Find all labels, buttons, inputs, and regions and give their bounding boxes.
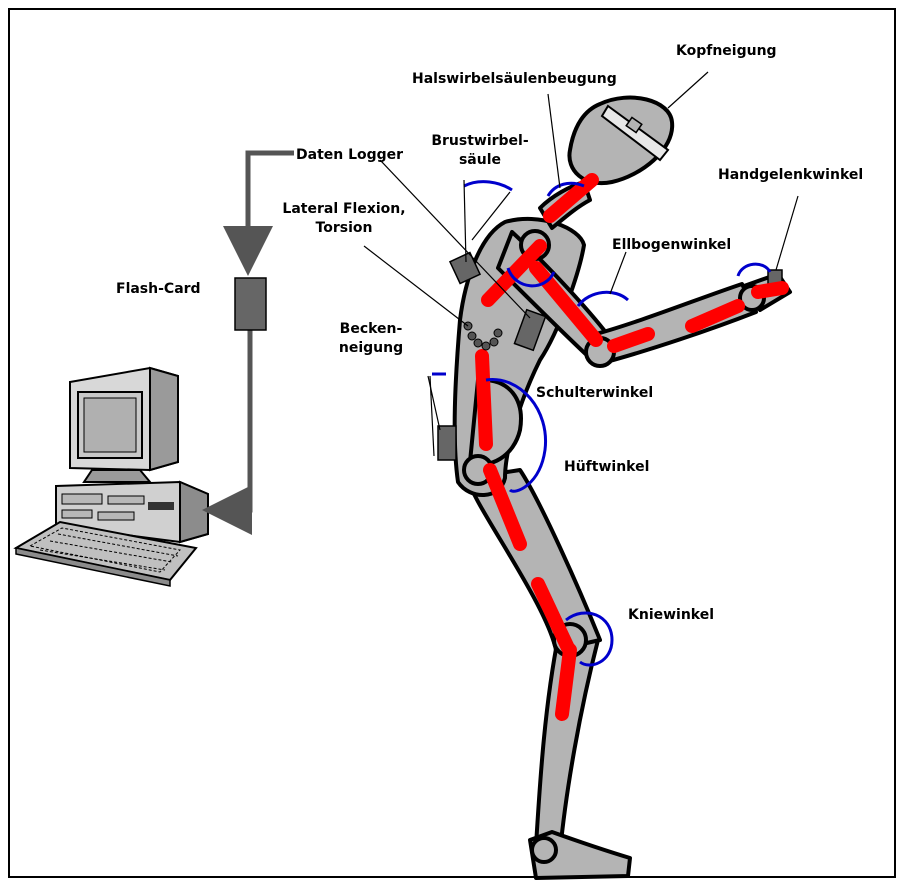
label-hueftwinkel: Hüftwinkel [564,458,649,477]
label-beckenneigung: Becken- neigung [326,320,416,358]
label-flash-card: Flash-Card [116,280,201,299]
label-kniewinkel: Kniewinkel [628,606,714,625]
flash-card-icon [235,278,266,330]
label-handgelenkwinkel: Handgelenkwinkel [718,166,863,185]
label-halswirbelsaeulenbeugung: Halswirbelsäulenbeugung [412,70,617,89]
label-ellbogenwinkel: Ellbogenwinkel [612,236,731,255]
body-segments [482,180,782,714]
desktop-computer-icon [16,368,208,586]
label-schulterwinkel: Schulterwinkel [536,384,653,403]
label-brustwirbelsaeule: Brustwirbel- säule [428,132,532,170]
human-figure [455,98,790,878]
label-daten-logger: Daten Logger [296,146,403,165]
label-lateral-flexion-torsion: Lateral Flexion, Torsion [272,200,416,238]
label-kopfneigung: Kopfneigung [676,42,777,61]
